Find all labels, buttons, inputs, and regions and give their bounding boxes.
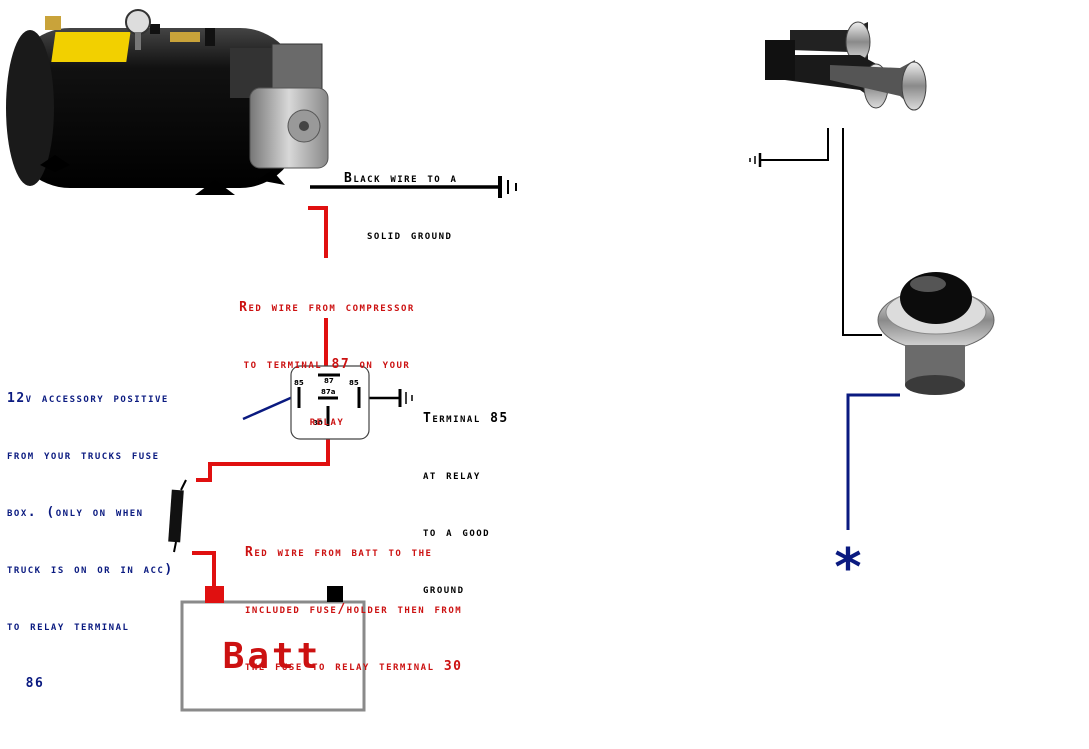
battery-positive-terminal [205,586,224,603]
relay-pin-85-left: 85 [294,379,304,387]
compressor-wire-label-line: relay [309,414,345,429]
ground-wire-label-line: solid ground [366,228,453,243]
battery-wire-label: Red wire from batt to the included fuse/… [245,505,463,695]
compressor-wire-label-line: Red wire from compressor [239,300,415,315]
compressor-to-relay-87-wire [308,206,328,258]
compressor-wire-label: Red wire from compressor to terminal 87 … [172,260,482,450]
terminal-85-label-line: ground [423,582,465,597]
relay: 85 87 87a 85 30 [290,365,370,440]
switch-to-power-wire [846,393,900,530]
fuse-to-battery-wire [192,551,216,590]
battery-body [180,600,366,712]
horn-to-switch-wire [842,128,882,336]
horn-ground-wire [760,128,829,161]
asterisk-marker: * [834,538,861,598]
relay-30-to-fuse-wire [196,430,330,482]
inline-fuse-holder [168,479,187,553]
terminal-85-label-line: at relay [423,468,481,483]
accessory-label-line: truck is on or in acc) [7,562,174,577]
relay-pin-87: 87 [324,377,334,385]
accessory-label-line: box. (only on when [7,505,144,520]
ground-symbol-icon [749,153,762,167]
battery-wire-label-line: included fuse/holder then from [245,602,463,617]
terminal-85-label-line: Terminal 85 [423,411,509,426]
accessory-label-line: 12v accessory positive [7,391,169,406]
ground-wire-label: Black wire to a solid ground [344,131,457,264]
terminal-85-label: Terminal 85 at relay to a good ground [423,371,509,618]
terminal-85-label-line: to a good [423,525,491,540]
accessory-label-line: 86 [7,676,45,691]
accessory-label: 12v accessory positive from your trucks … [7,351,174,712]
relay-pin-85-right: 85 [349,379,359,387]
accessory-label-line: from your trucks fuse [7,448,160,463]
battery-wire-label-line: Red wire from batt to the [245,545,433,560]
ground-symbol-icon [398,389,413,407]
battery-wire-label-line: the fuse to relay terminal 30 [245,659,463,674]
compressor-wire-label-line: to terminal 87 on your [243,357,411,372]
air-compressor-image [6,9,329,195]
battery-label: Batt [223,636,322,677]
battery-negative-terminal [327,586,343,602]
accessory-to-relay-86-wire [242,394,296,421]
relay-pin-30: 30 [313,419,323,427]
relay-pin-87a: 87a [321,388,336,396]
accessory-label-line: to relay terminal [7,619,130,634]
ground-wire-label-line: Black wire to a [344,171,458,186]
ground-symbol-icon [498,176,517,198]
push-button-switch-image [877,272,995,395]
air-horns-image [765,21,927,111]
